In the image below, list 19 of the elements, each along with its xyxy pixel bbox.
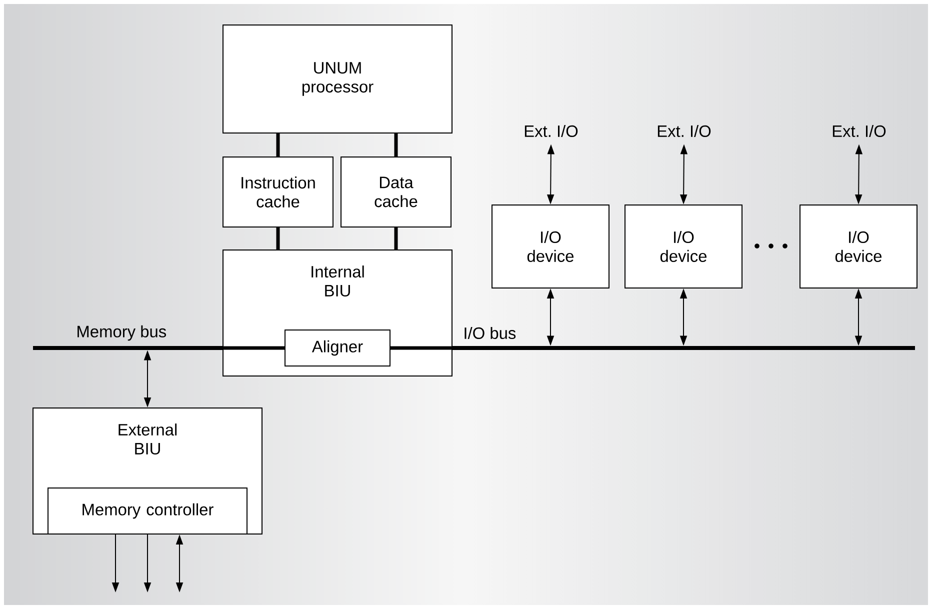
device-box: I/O device xyxy=(492,204,610,288)
connector-line xyxy=(390,346,452,350)
port-label: Ext. I/O xyxy=(524,124,578,138)
connector-line xyxy=(394,228,398,250)
port-label: Ext. I/O xyxy=(832,124,886,138)
connector-line xyxy=(394,134,398,156)
port-label: Ext. I/O xyxy=(658,124,711,138)
controller-box: Memory controller xyxy=(48,488,248,534)
aligner-box: Aligner xyxy=(284,330,390,366)
cache-box: Data cache xyxy=(340,156,452,228)
bus-line: Memory bus xyxy=(33,325,223,350)
connector-line xyxy=(276,134,280,156)
processor-box: UNUM processor xyxy=(222,24,452,134)
cache-box: Instruction cache xyxy=(222,156,334,228)
connector-line xyxy=(223,346,284,350)
device-box: I/O device xyxy=(624,204,742,288)
connector-line xyxy=(276,228,280,250)
bus-line: I/O bus xyxy=(452,326,915,350)
device-box: I/O device xyxy=(800,204,918,288)
